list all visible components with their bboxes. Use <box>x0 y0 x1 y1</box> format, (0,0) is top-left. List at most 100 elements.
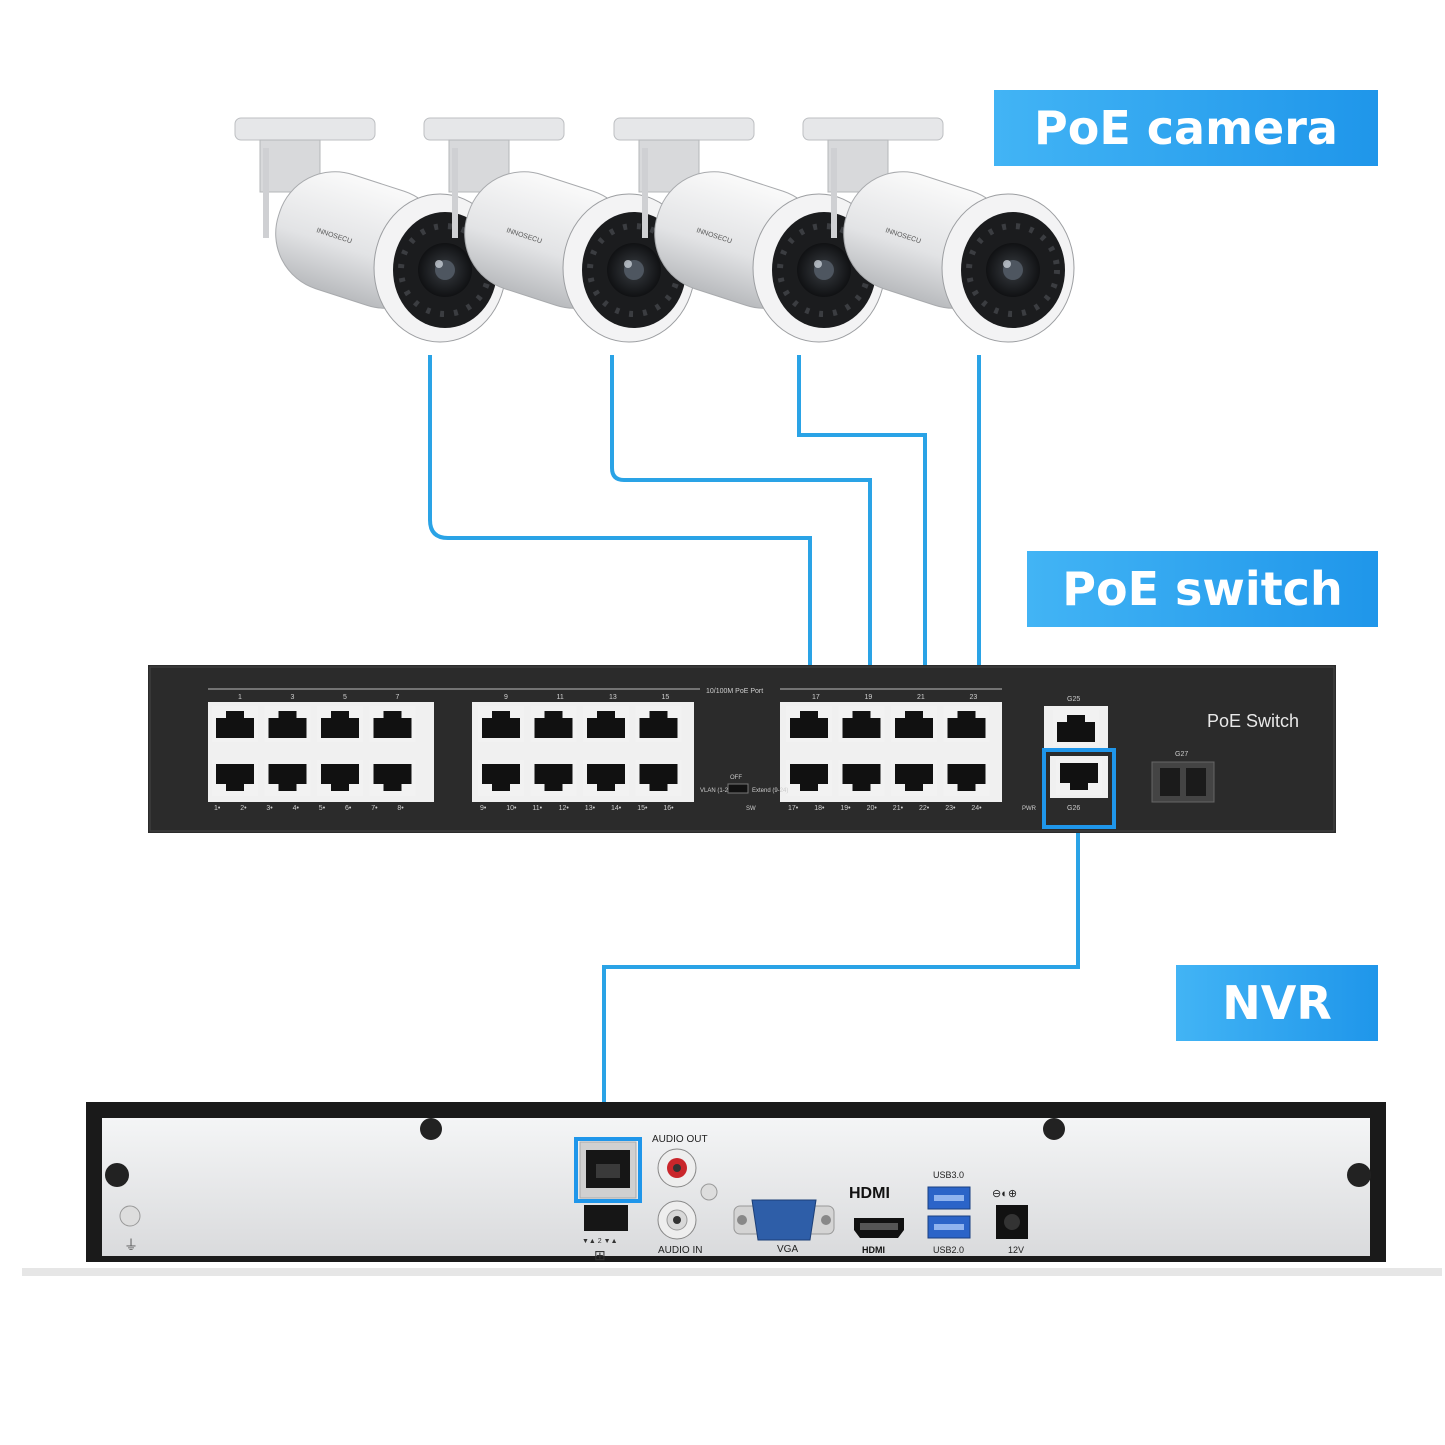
switch-bottom-number: 16• <box>663 805 674 812</box>
hdmi-label: HDMI <box>862 1245 885 1255</box>
switch-top-number: 11 <box>557 694 564 701</box>
switch-port-5[interactable] <box>317 706 363 742</box>
switch-top-number: 21 <box>917 694 925 701</box>
switch-port-18[interactable] <box>786 760 832 796</box>
switch-top-number: 7 <box>396 694 400 701</box>
svg-text:⏚: ⏚ <box>124 1237 138 1253</box>
pwr-label: PWR <box>1022 806 1037 812</box>
switch-port-1[interactable] <box>212 706 258 742</box>
cable-switch-to-nvr <box>602 828 1080 1140</box>
switch-bottom-number: 13• <box>585 805 596 812</box>
switch-port-13[interactable] <box>583 706 629 742</box>
switch-port-20[interactable] <box>838 760 885 796</box>
switch-port-22[interactable] <box>891 760 937 796</box>
switch-top-number: 19 <box>865 694 873 701</box>
nvr-label: NVR <box>1176 965 1378 1041</box>
switch-bottom-number: 20• <box>867 805 878 812</box>
g26-highlight <box>1042 748 1116 829</box>
switch-port-6[interactable] <box>317 760 363 796</box>
switch-bottom-number: 6• <box>345 805 352 812</box>
off-label: OFF <box>730 775 742 781</box>
switch-name: PoE Switch <box>1207 711 1299 731</box>
switch-bottom-number: 7• <box>371 805 378 812</box>
switch-bottom-number: 22• <box>919 805 930 812</box>
switch-top-number: 9 <box>504 694 508 701</box>
switch-bottom-number: 15• <box>637 805 648 812</box>
extend-label: Extend (9-24) <box>752 788 788 794</box>
audio-in-label: AUDIO IN <box>658 1245 702 1256</box>
switch-port-17[interactable] <box>786 706 832 742</box>
nvr-lan-marks: ▼▲ 2 ▼▲ <box>582 1238 618 1245</box>
switch-port-16[interactable] <box>635 760 682 796</box>
switch-port-21[interactable] <box>891 706 937 742</box>
nvr-lan-port-2[interactable] <box>584 1205 628 1231</box>
poe-switch-label: PoE switch <box>1027 551 1378 627</box>
switch-bottom-number: 19• <box>840 805 851 812</box>
switch-port-11[interactable] <box>530 706 577 742</box>
switch-bottom-number: 17• <box>788 805 799 812</box>
switch-port-14[interactable] <box>583 760 629 796</box>
hdmi-logo: HDMI <box>849 1185 890 1202</box>
switch-port-24[interactable] <box>943 760 990 796</box>
switch-port-4[interactable] <box>264 760 311 796</box>
sw-label: SW <box>746 806 756 812</box>
port-g25[interactable] <box>1053 710 1099 746</box>
g27-label: G27 <box>1175 751 1188 758</box>
switch-bottom-number: 2• <box>240 805 247 812</box>
switch-bottom-number: 23• <box>945 805 956 812</box>
switch-port-12[interactable] <box>530 760 577 796</box>
switch-port-8[interactable] <box>369 760 416 796</box>
g26-label: G26 <box>1067 805 1080 812</box>
nvr: ⏚ ▼▲ 2 ▼▲ ⊞ AUDIO OUT AUDIO IN VGA HDMI … <box>22 1102 1442 1276</box>
poe-camera-label: PoE camera <box>994 90 1378 166</box>
switch-port-9[interactable] <box>478 706 524 742</box>
switch-port-7[interactable] <box>369 706 416 742</box>
dip-switch[interactable] <box>727 783 749 794</box>
switch-top-number: 3 <box>291 694 295 701</box>
cables <box>428 355 1080 1140</box>
switch-bottom-number: 12• <box>559 805 570 812</box>
cable-camera-3 <box>797 355 927 700</box>
switch-bottom-number: 14• <box>611 805 622 812</box>
switch-port-3[interactable] <box>264 706 311 742</box>
nvr-lan-highlight <box>574 1137 642 1203</box>
switch-bottom-number: 8• <box>397 805 404 812</box>
switch-top-number: 13 <box>609 694 617 701</box>
usb3-label: USB3.0 <box>933 1170 964 1180</box>
power-label: 12V <box>1008 1245 1024 1255</box>
switch-bottom-number: 21• <box>893 805 904 812</box>
switch-port-23[interactable] <box>943 706 990 742</box>
switch-port-15[interactable] <box>635 706 682 742</box>
nvr-network-icon: ⊞ <box>594 1247 606 1263</box>
switch-bottom-number: 3• <box>266 805 273 812</box>
switch-bottom-number: 4• <box>293 805 300 812</box>
switch-port-19[interactable] <box>838 706 885 742</box>
switch-bottom-number: 5• <box>319 805 326 812</box>
switch-bottom-number: 9• <box>480 805 487 812</box>
usb2-label: USB2.0 <box>933 1245 964 1255</box>
switch-top-number: 17 <box>812 694 820 701</box>
port-g26[interactable] <box>1056 759 1102 795</box>
vlan-label: VLAN (1-24) <box>700 788 733 794</box>
switch-bottom-number: 24• <box>971 805 982 812</box>
switch-bottom-number: 18• <box>814 805 825 812</box>
switch-bottom-number: 1• <box>214 805 221 812</box>
switch-top-number: 15 <box>662 694 670 701</box>
vga-port[interactable] <box>751 1199 817 1241</box>
vga-label: VGA <box>777 1244 798 1255</box>
cable-camera-2 <box>610 355 872 700</box>
audio-out-label: AUDIO OUT <box>652 1134 708 1145</box>
switch-top-number: 5 <box>343 694 347 701</box>
switch-top-number: 23 <box>970 694 978 701</box>
switch-top-number: 1 <box>238 694 242 701</box>
cable-camera-1 <box>428 355 812 700</box>
switch-bottom-number: 11• <box>532 805 542 812</box>
power-polarity-icon: ⊖◐⊕ <box>992 1188 1017 1200</box>
switch-port-header: 10/100M PoE Port <box>706 688 763 695</box>
switch-port-10[interactable] <box>478 760 524 796</box>
switch-bottom-number: 10• <box>506 805 517 812</box>
g25-label: G25 <box>1067 696 1080 703</box>
switch-port-2[interactable] <box>212 760 258 796</box>
